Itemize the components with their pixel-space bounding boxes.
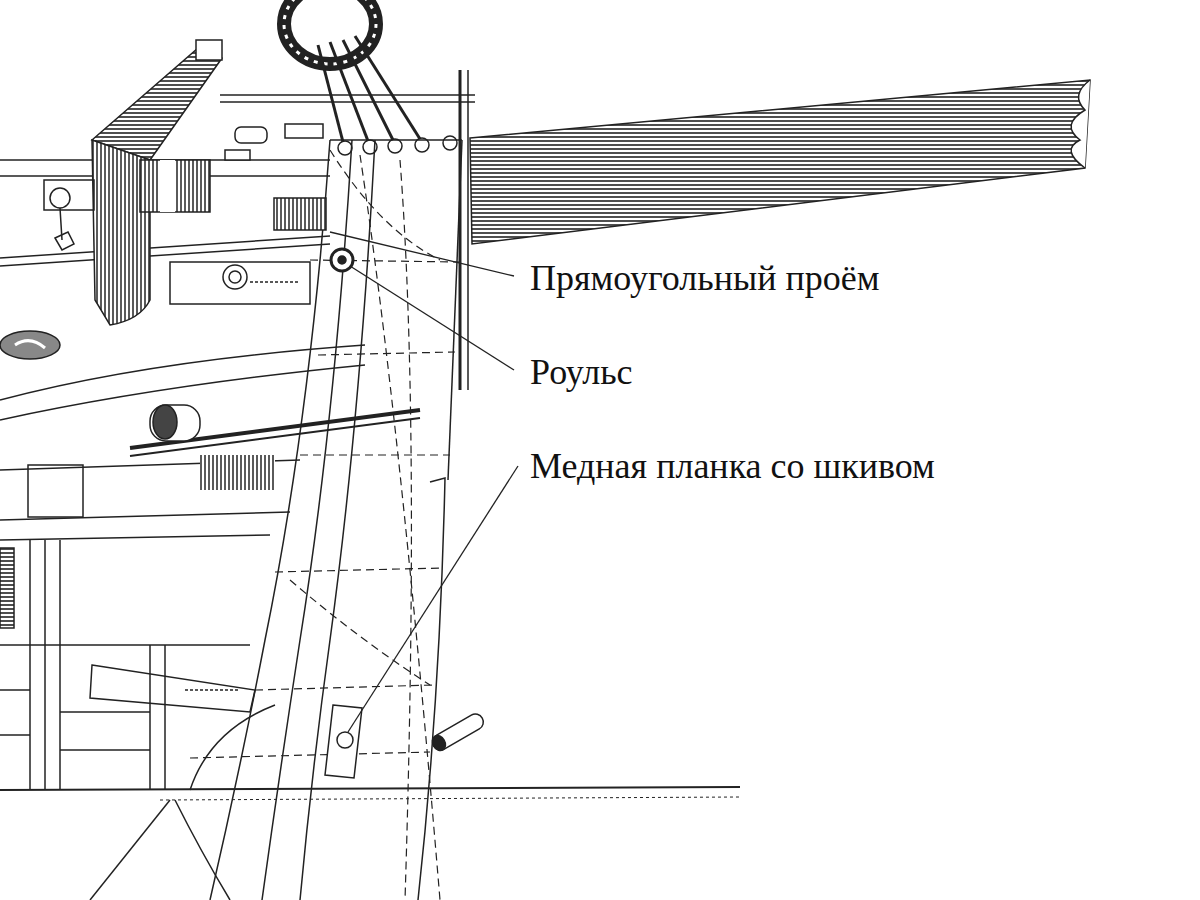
hull-lines [164,645,166,790]
hull-lines [0,734,30,736]
top-rail [338,141,352,155]
rudder-fittings [229,271,241,283]
top-rail [225,150,250,160]
rudder-fittings [331,249,353,271]
top-rail [220,101,475,103]
hull-lines [170,262,310,304]
part-label: Роульс [530,354,633,390]
rudder-fittings [150,405,200,441]
rudder [330,150,440,260]
rudder-fittings [337,732,353,748]
leader-lines [330,232,514,276]
hull-lines [0,535,270,540]
rudder [300,454,450,455]
rudder [255,685,433,690]
rudder [300,140,375,900]
hull-lines [160,797,740,800]
rudder [400,160,411,900]
leader-lines [330,232,518,732]
rope-wreath [355,36,420,139]
quarter-timber [55,232,74,250]
leader-lines [348,466,518,732]
rudder-fittings [325,705,362,778]
hull-lines [44,540,46,790]
rudder [330,139,462,141]
rudder [262,140,352,900]
rudder-fittings [430,711,486,753]
hull-lines [0,512,290,520]
rudder [459,70,462,390]
rudder-fittings [430,711,486,753]
hull-lines [0,548,14,628]
top-rail [443,136,457,150]
quarter-timber [0,40,222,359]
top-rail [285,124,323,138]
rope-wreath [284,0,376,64]
quarter-timber [0,331,60,359]
hull-lines [60,749,150,751]
rudder [467,70,469,390]
rudder [190,70,468,900]
hull-lines [60,711,150,713]
hull-lines [190,705,275,790]
hull-lines [0,644,250,646]
rudder [360,155,440,900]
rudder [190,150,460,900]
leader-lines [350,266,514,370]
rudder-fittings [338,256,346,264]
quarter-timber [15,341,45,348]
rope-wreath [284,0,420,142]
bowsprit-spar [1071,80,1090,168]
rudder-fittings [150,198,486,778]
rudder-fittings [430,733,448,753]
top-rail [235,127,267,143]
top-rail [220,94,475,96]
rudder-fittings [250,281,300,283]
rudder [190,752,430,758]
rudder [275,568,443,572]
top-rail [388,139,402,153]
rope-wreath [318,45,343,142]
hull-lines [28,465,83,517]
rudder-fittings [185,689,240,691]
part-label: Медная планка со шкивом [530,448,935,484]
hull-lines [90,800,170,900]
rudder-fittings [223,265,247,289]
hull-lines [90,665,255,712]
quarter-timber [50,188,70,208]
quarter-timber [196,40,222,60]
hull-lines [200,455,275,490]
rudder-fittings [274,198,326,230]
rope-wreath [284,0,376,64]
hull-lines [0,689,30,691]
top-rail [220,95,475,160]
quarter-timber [140,160,210,212]
rope-wreath [330,42,368,141]
bowsprit-spar [470,80,1090,244]
hull-lines [149,645,151,790]
quarter-timber [60,208,62,240]
hull-lines [59,540,61,790]
hull-lines [29,540,31,790]
bowsprit-spar [470,80,1090,244]
quarter-timber [160,160,175,212]
part-label: Прямоугольный проём [530,260,880,296]
hull-lines [0,787,740,790]
quarter-timber [44,180,94,210]
rudder-fittings [153,405,177,439]
rudder [290,580,430,685]
